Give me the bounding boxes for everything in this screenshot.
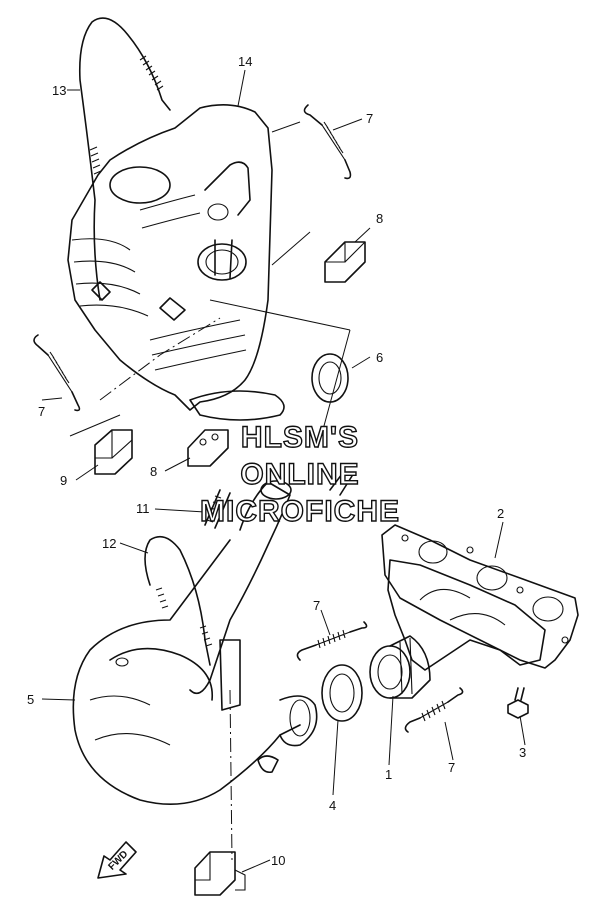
spring-7-middle bbox=[296, 621, 368, 661]
clip-9 bbox=[94, 429, 133, 475]
expansion-chamber-5 bbox=[72, 480, 318, 805]
assembly-axis-line bbox=[229, 689, 233, 861]
callout-7-left: 7 bbox=[38, 404, 45, 419]
callout-2: 2 bbox=[497, 506, 504, 521]
spring-7-bottom bbox=[404, 687, 464, 733]
watermark-line-1: HLSM'S bbox=[241, 421, 359, 454]
callout-11: 11 bbox=[136, 501, 150, 516]
gasket-6 bbox=[311, 353, 349, 403]
clip-8-upper bbox=[324, 241, 366, 283]
muffler-clamps bbox=[91, 281, 186, 321]
watermark-line-3: MICROFICHE bbox=[200, 495, 400, 528]
callout-1: 1 bbox=[385, 767, 392, 782]
callout-labels: 13 14 7 8 7 6 8 9 11 12 2 5 7 1 4 7 3 10 bbox=[27, 54, 526, 868]
callout-7-top: 7 bbox=[366, 111, 373, 126]
callout-13: 13 bbox=[52, 83, 66, 98]
callout-7-middle: 7 bbox=[313, 598, 320, 613]
watermark-line-2: ONLINE bbox=[240, 458, 359, 491]
callout-6: 6 bbox=[376, 350, 383, 365]
callout-8-upper: 8 bbox=[376, 211, 383, 226]
clip-8-lower bbox=[187, 429, 229, 467]
callout-7-bottom: 7 bbox=[448, 760, 455, 775]
callout-9: 9 bbox=[60, 473, 67, 488]
gasket-4 bbox=[321, 664, 363, 722]
callout-12: 12 bbox=[102, 536, 116, 551]
callout-4: 4 bbox=[329, 798, 336, 813]
spring-7-top bbox=[303, 104, 352, 180]
callout-5: 5 bbox=[27, 692, 34, 707]
spring-wire-12 bbox=[144, 535, 213, 666]
manifold-assembly bbox=[381, 524, 579, 671]
spring-7-left bbox=[33, 334, 81, 412]
bracket-10 bbox=[194, 851, 246, 896]
callout-3: 3 bbox=[519, 745, 526, 760]
callout-10: 10 bbox=[271, 853, 285, 868]
callout-8-lower: 8 bbox=[150, 464, 157, 479]
bolt-3 bbox=[507, 687, 529, 719]
flange-1 bbox=[369, 635, 431, 699]
muffler-14 bbox=[67, 104, 285, 421]
springs-11 bbox=[204, 469, 353, 529]
leader-lines bbox=[41, 69, 526, 873]
fwd-label: FWD bbox=[107, 849, 131, 873]
axis-line-upper bbox=[99, 317, 221, 401]
fwd-arrow: FWD bbox=[97, 841, 137, 879]
watermark: HLSM'S ONLINE MICROFICHE bbox=[199, 420, 400, 528]
callout-14: 14 bbox=[238, 54, 252, 69]
spring-wire-13 bbox=[78, 17, 171, 301]
